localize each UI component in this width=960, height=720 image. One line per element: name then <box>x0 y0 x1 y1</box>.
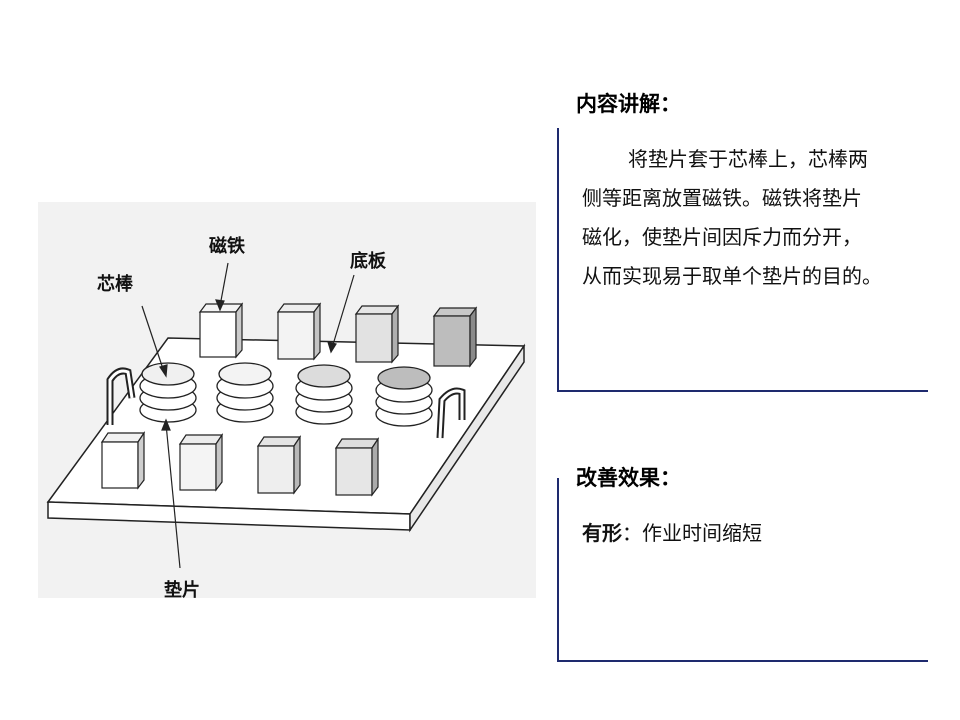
explanation-text: 将垫片套于芯棒上，芯棒两 侧等距离放置磁铁。磁铁将垫片 磁化，使垫片间因斥力而分… <box>582 140 952 296</box>
leader-arrows <box>141 262 355 569</box>
explanation-title: 内容讲解： <box>576 92 681 116</box>
shim-label: 垫片 <box>164 579 200 601</box>
magnet-back-4 <box>432 306 478 368</box>
explanation-frame-bottom <box>557 390 928 392</box>
tangible-text: ：作业时间缩短 <box>622 521 762 545</box>
explanation-line-3: 磁化，使垫片间因斥力而分开， <box>582 225 862 249</box>
explanation-frame-left <box>557 128 559 392</box>
shim-stack-1 <box>139 362 197 423</box>
improvement-text: 有形：作业时间缩短 <box>582 514 942 553</box>
magnet-label: 磁铁 <box>209 235 245 257</box>
core-rod-label: 芯棒 <box>97 273 134 295</box>
shim-stack-2 <box>216 362 274 423</box>
magnet-front-3 <box>256 435 302 495</box>
improvement-frame-bottom <box>557 660 928 662</box>
magnet-front-1 <box>100 431 146 490</box>
magnet-back-2 <box>276 302 322 361</box>
explanation-line-2: 侧等距离放置磁铁。磁铁将垫片 <box>582 186 862 210</box>
tangible-label: 有形 <box>582 521 622 545</box>
handle-right-inner <box>438 389 464 439</box>
handle-left-inner <box>108 369 134 425</box>
magnet-front-4 <box>334 437 380 497</box>
explanation-line-4: 从而实现易于取单个垫片的目的。 <box>582 264 882 288</box>
base-plate-label: 底板 <box>350 250 387 272</box>
magnet-back-3 <box>354 304 400 364</box>
shim-stack-4 <box>375 366 433 427</box>
shim-stack-3 <box>295 364 353 425</box>
improvement-frame-left <box>557 478 559 662</box>
magnet-back-1 <box>198 302 244 359</box>
magnet-front-2 <box>178 433 224 492</box>
improvement-title: 改善效果： <box>576 466 681 490</box>
explanation-line-1: 将垫片套于芯棒上，芯棒两 <box>628 147 868 171</box>
